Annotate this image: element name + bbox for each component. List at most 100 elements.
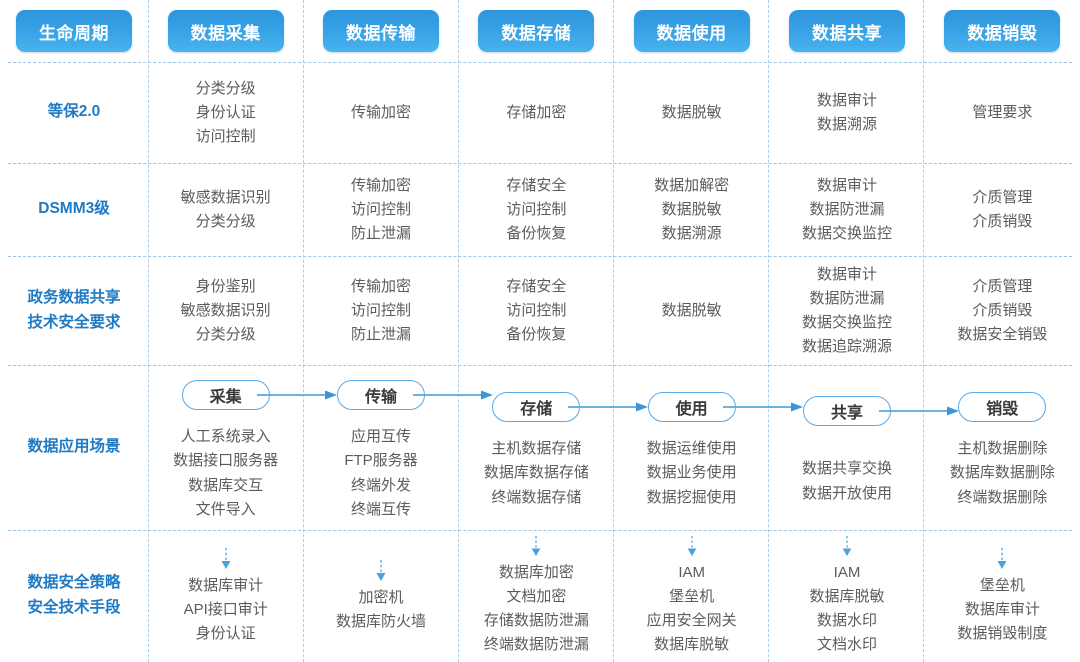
row-label-line: 安全技术手段 xyxy=(27,598,121,616)
item: 终端数据删除 xyxy=(957,488,1048,506)
item: 数据脱敏 xyxy=(661,301,722,319)
row-label-cell-govshare: 政务数据共享 技术安全要求 xyxy=(0,256,148,365)
item: 堡垒机 xyxy=(669,588,715,605)
item-list: 数据审计 数据溯源 xyxy=(817,89,877,137)
item: 数据开放使用 xyxy=(801,484,892,502)
row-label-line: 政务数据共享 xyxy=(27,289,121,307)
cell-scenario-storage: 存储 主机数据存储 数据库数据存储 终端数据存储 xyxy=(459,365,648,530)
header-cell-sharing: 数据共享 xyxy=(769,0,924,62)
header-chip-usage[interactable]: 数据使用 xyxy=(633,10,750,52)
item-list: 存储安全 访问控制 备份恢复 xyxy=(506,275,566,347)
pill-stage: 存储 xyxy=(465,385,648,429)
row-label-cell-strategy: 数据安全策略 安全技术手段 xyxy=(0,530,148,661)
item: 敏感数据识别 xyxy=(180,301,271,319)
item: 加密机 xyxy=(358,588,404,606)
column-divider-5 xyxy=(768,0,769,662)
row-divider-3 xyxy=(8,365,1072,366)
cell-scenario-transmission: 传输 应用互传 FTP服务器 终端外发 终端互传 xyxy=(303,365,493,530)
item-list: 应用互传 FTP服务器 终端外发 终端互传 xyxy=(344,425,417,522)
item-list: 介质管理 介质销毁 数据安全销毁 xyxy=(957,275,1047,347)
item: 存储安全 xyxy=(506,176,567,194)
item: 文档水印 xyxy=(816,636,877,653)
header-chip-lifecycle[interactable]: 生命周期 xyxy=(16,10,132,52)
item-list: 敏感数据识别 分类分级 xyxy=(181,186,271,234)
item-list: 加密机 数据库防火墙 xyxy=(336,586,426,634)
item-list: 主机数据存储 数据库数据存储 终端数据存储 xyxy=(484,437,589,510)
item-list: 管理要求 xyxy=(972,101,1032,125)
item: 存储加密 xyxy=(506,103,567,121)
item: 文档加密 xyxy=(506,588,567,605)
arrow-right-icon xyxy=(567,402,648,412)
item: 数据库脱敏 xyxy=(809,588,885,605)
item: 数据销毁制度 xyxy=(957,624,1048,642)
header-cell-usage: 数据使用 xyxy=(614,0,769,62)
pill-sharing[interactable]: 共享 xyxy=(802,396,891,427)
cell-scenario-usage: 使用 数据运维使用 数据业务使用 数据挖掘使用 xyxy=(614,365,804,530)
item: 访问控制 xyxy=(506,200,567,218)
item: 身份认证 xyxy=(195,624,256,642)
arrow-down-icon xyxy=(221,547,231,569)
cell-strategy-collection: 数据库审计 API接口审计 身份认证 xyxy=(148,530,303,661)
item: 数据业务使用 xyxy=(646,464,737,482)
cell-dsmm-transmission: 传输加密 访问控制 防止泄漏 xyxy=(303,163,458,256)
row-label-strategy: 数据安全策略 安全技术手段 xyxy=(27,571,120,619)
item: 数据共享交换 xyxy=(801,460,892,478)
item: 数据交换监控 xyxy=(801,313,892,331)
cell-govshare-usage: 数据脱敏 xyxy=(614,256,769,365)
arrow-right-icon xyxy=(723,402,804,412)
cell-strategy-transmission: 加密机 数据库防火墙 xyxy=(303,530,458,661)
item: 介质销毁 xyxy=(972,301,1033,319)
item-list: 数据审计 数据防泄漏 数据交换监控 数据追踪溯源 xyxy=(802,263,892,359)
item: 备份恢复 xyxy=(506,325,567,343)
cell-scenario-sharing: 共享 数据共享交换 数据开放使用 xyxy=(769,365,959,530)
item: 数据库数据存储 xyxy=(483,464,589,482)
cell-dengbao-destruction: 管理要求 xyxy=(925,62,1080,163)
item-list: 人工系统录入 数据接口服务器 数据库交互 文件导入 xyxy=(173,425,278,522)
row-label-line: 等保2.0 xyxy=(47,103,101,121)
pill-transmission[interactable]: 传输 xyxy=(336,379,425,410)
arrow-right-icon xyxy=(257,390,338,400)
header-chip-destruction[interactable]: 数据销毁 xyxy=(944,10,1061,52)
row-label-line: 数据安全策略 xyxy=(27,574,121,592)
item: 存储数据防泄漏 xyxy=(483,612,589,629)
arrow-right-icon xyxy=(412,390,493,400)
row-label-line: 技术安全要求 xyxy=(27,313,121,331)
arrow-right-icon xyxy=(878,406,959,416)
column-divider-3 xyxy=(458,0,459,662)
item: 终端互传 xyxy=(350,500,411,518)
header-chip-storage[interactable]: 数据存储 xyxy=(478,10,595,52)
arrow-down-icon xyxy=(532,536,541,557)
item-list: 主机数据删除 数据库数据删除 终端数据删除 xyxy=(950,437,1055,510)
item: 数据审计 xyxy=(816,176,877,194)
item-list: 传输加密 访问控制 防止泄漏 xyxy=(351,174,411,246)
item: 文件导入 xyxy=(195,500,256,518)
item: 数据库交互 xyxy=(188,476,264,494)
column-divider-1 xyxy=(148,0,149,662)
header-chip-transmission[interactable]: 数据传输 xyxy=(322,10,439,52)
column-divider-6 xyxy=(923,0,924,662)
item-list: 数据脱敏 xyxy=(662,101,722,125)
cell-govshare-destruction: 介质管理 介质销毁 数据安全销毁 xyxy=(925,256,1080,365)
pill-usage[interactable]: 使用 xyxy=(647,392,736,423)
cell-dsmm-storage: 存储安全 访问控制 备份恢复 xyxy=(459,163,614,256)
pill-collection[interactable]: 采集 xyxy=(181,379,270,410)
item: 介质销毁 xyxy=(972,212,1033,230)
row-divider-header xyxy=(8,62,1072,63)
item: 数据防泄漏 xyxy=(809,289,885,307)
arrow-down-icon xyxy=(687,536,696,557)
header-chip-collection[interactable]: 数据采集 xyxy=(167,10,284,52)
row-divider-4 xyxy=(8,530,1072,531)
pill-destruction[interactable]: 销毁 xyxy=(958,392,1047,423)
cell-govshare-storage: 存储安全 访问控制 备份恢复 xyxy=(459,256,614,365)
row-label-govshare: 政务数据共享 技术安全要求 xyxy=(27,286,120,334)
header-chip-sharing[interactable]: 数据共享 xyxy=(788,10,905,52)
item: 数据溯源 xyxy=(661,224,722,242)
row-label-dsmm: DSMM3级 xyxy=(38,197,109,221)
item: 应用互传 xyxy=(350,427,411,445)
pill-stage: 采集 xyxy=(154,373,338,417)
column-divider-4 xyxy=(613,0,614,662)
item: 主机数据存储 xyxy=(491,440,582,458)
item: IAM xyxy=(678,564,705,581)
row-label-cell-dsmm: DSMM3级 xyxy=(0,163,148,256)
header-cell-storage: 数据存储 xyxy=(459,0,614,62)
